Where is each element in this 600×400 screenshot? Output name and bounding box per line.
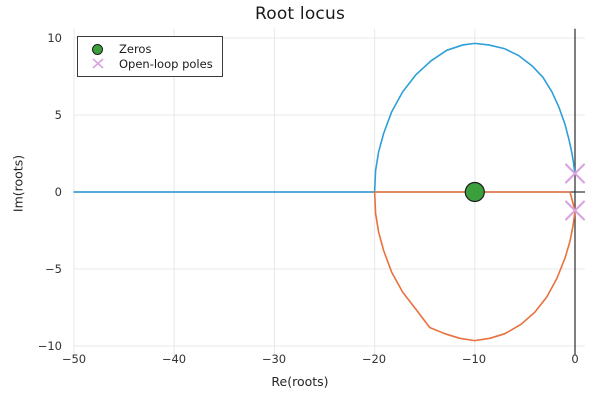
- pole-marker-icon: [85, 56, 111, 71]
- page-title: Root locus: [254, 4, 346, 24]
- x-tick-label: −20: [361, 352, 387, 366]
- x-tick-label: 0: [571, 352, 579, 366]
- legend-item-poles: Open-loop poles: [85, 56, 213, 71]
- x-tick-label: −30: [261, 352, 287, 366]
- legend-label: Zeros: [119, 41, 152, 56]
- zero-marker-icon: [85, 41, 111, 56]
- y-tick-label: 5: [54, 108, 62, 122]
- y-tick-label: −5: [45, 262, 62, 276]
- y-tick-label: 10: [47, 31, 62, 45]
- x-axis-label: Re(roots): [271, 374, 329, 389]
- y-axis-label: Im(roots): [10, 154, 26, 213]
- x-tick-label: −50: [61, 352, 87, 366]
- locus-branches: [73, 42, 576, 342]
- x-tick-label: −10: [461, 352, 487, 366]
- x-tick-label: −40: [161, 352, 187, 366]
- legend-item-zeros: Zeros: [85, 41, 213, 56]
- y-tick-label: 0: [54, 185, 62, 199]
- legend: Zeros Open-loop poles: [77, 36, 223, 77]
- marker-layer: [464, 163, 586, 221]
- y-tick-label: −10: [37, 339, 62, 353]
- legend-label: Open-loop poles: [119, 56, 213, 71]
